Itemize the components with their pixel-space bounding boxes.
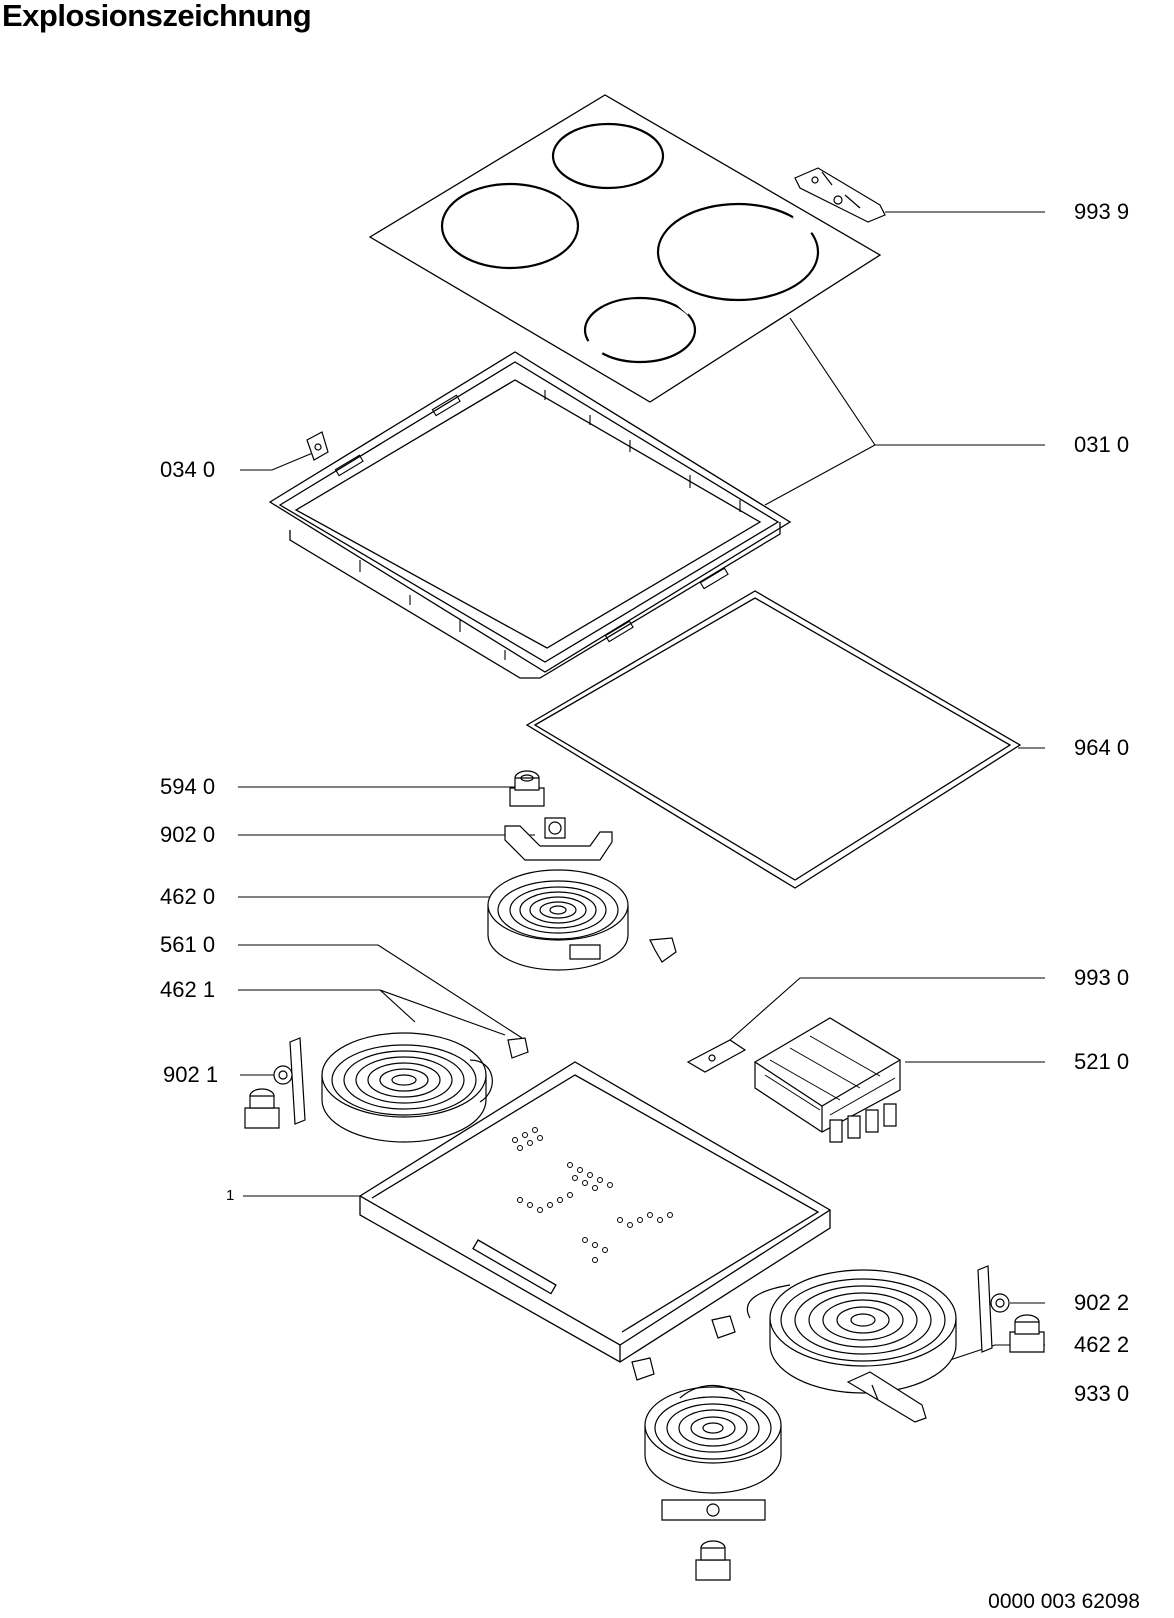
retaining-clip [307, 432, 328, 460]
cooking-zone-markings [442, 124, 818, 362]
part-label-1: 1 [226, 1187, 235, 1204]
part-label-031-0: 031 0 [1074, 432, 1130, 457]
cooking-zone-gaps [430, 130, 812, 355]
part-label-902-1: 902 1 [163, 1062, 219, 1087]
radiant-heater-front-right [645, 1385, 781, 1580]
part-label-462-1: 462 1 [160, 977, 216, 1002]
cooktop-frame [270, 352, 790, 678]
part-label-993-9: 993 9 [1074, 199, 1130, 224]
connector [508, 1038, 528, 1058]
part-label-561-0: 561 0 [160, 932, 216, 957]
radiant-heater-rear-left [322, 1033, 492, 1142]
part-label-034-0: 034 0 [160, 457, 216, 482]
part-label-902-2: 902 2 [1074, 1290, 1130, 1315]
document-number: 0000 003 62098 [988, 1590, 1140, 1613]
control-switch-box [755, 1018, 900, 1142]
housing-tray [360, 1062, 830, 1362]
part-label-902-0: 902 0 [160, 822, 216, 847]
mounting-bracket-left [245, 1038, 305, 1128]
heater-retainer [848, 1372, 926, 1422]
retaining-bracket [688, 1040, 745, 1072]
part-label-933-0: 933 0 [1074, 1381, 1130, 1406]
vent-holes [513, 1128, 673, 1263]
radiant-heater-rear-right [747, 1270, 956, 1393]
part-label-462-2: 462 2 [1074, 1332, 1130, 1357]
hinge-bracket [795, 168, 885, 222]
thermostat-terminal [510, 771, 544, 806]
part-label-993-0: 993 0 [1074, 965, 1130, 990]
wire-connectors [632, 1316, 735, 1380]
leader-lines [238, 212, 1045, 1360]
switch-contacts [830, 1104, 896, 1142]
frame-seal [527, 591, 1020, 888]
frame-slots [335, 390, 740, 660]
mounting-bracket-right [978, 1266, 1044, 1352]
glass-ceramic-top [370, 95, 880, 402]
page-title: Explosionszeichnung [2, 0, 312, 33]
mounting-bracket [505, 818, 612, 860]
part-label-964-0: 964 0 [1074, 735, 1130, 760]
part-label-462-0: 462 0 [160, 884, 216, 909]
part-label-594-0: 594 0 [160, 774, 216, 799]
radiant-heater-front-left [488, 870, 676, 970]
part-label-521-0: 521 0 [1074, 1049, 1130, 1074]
